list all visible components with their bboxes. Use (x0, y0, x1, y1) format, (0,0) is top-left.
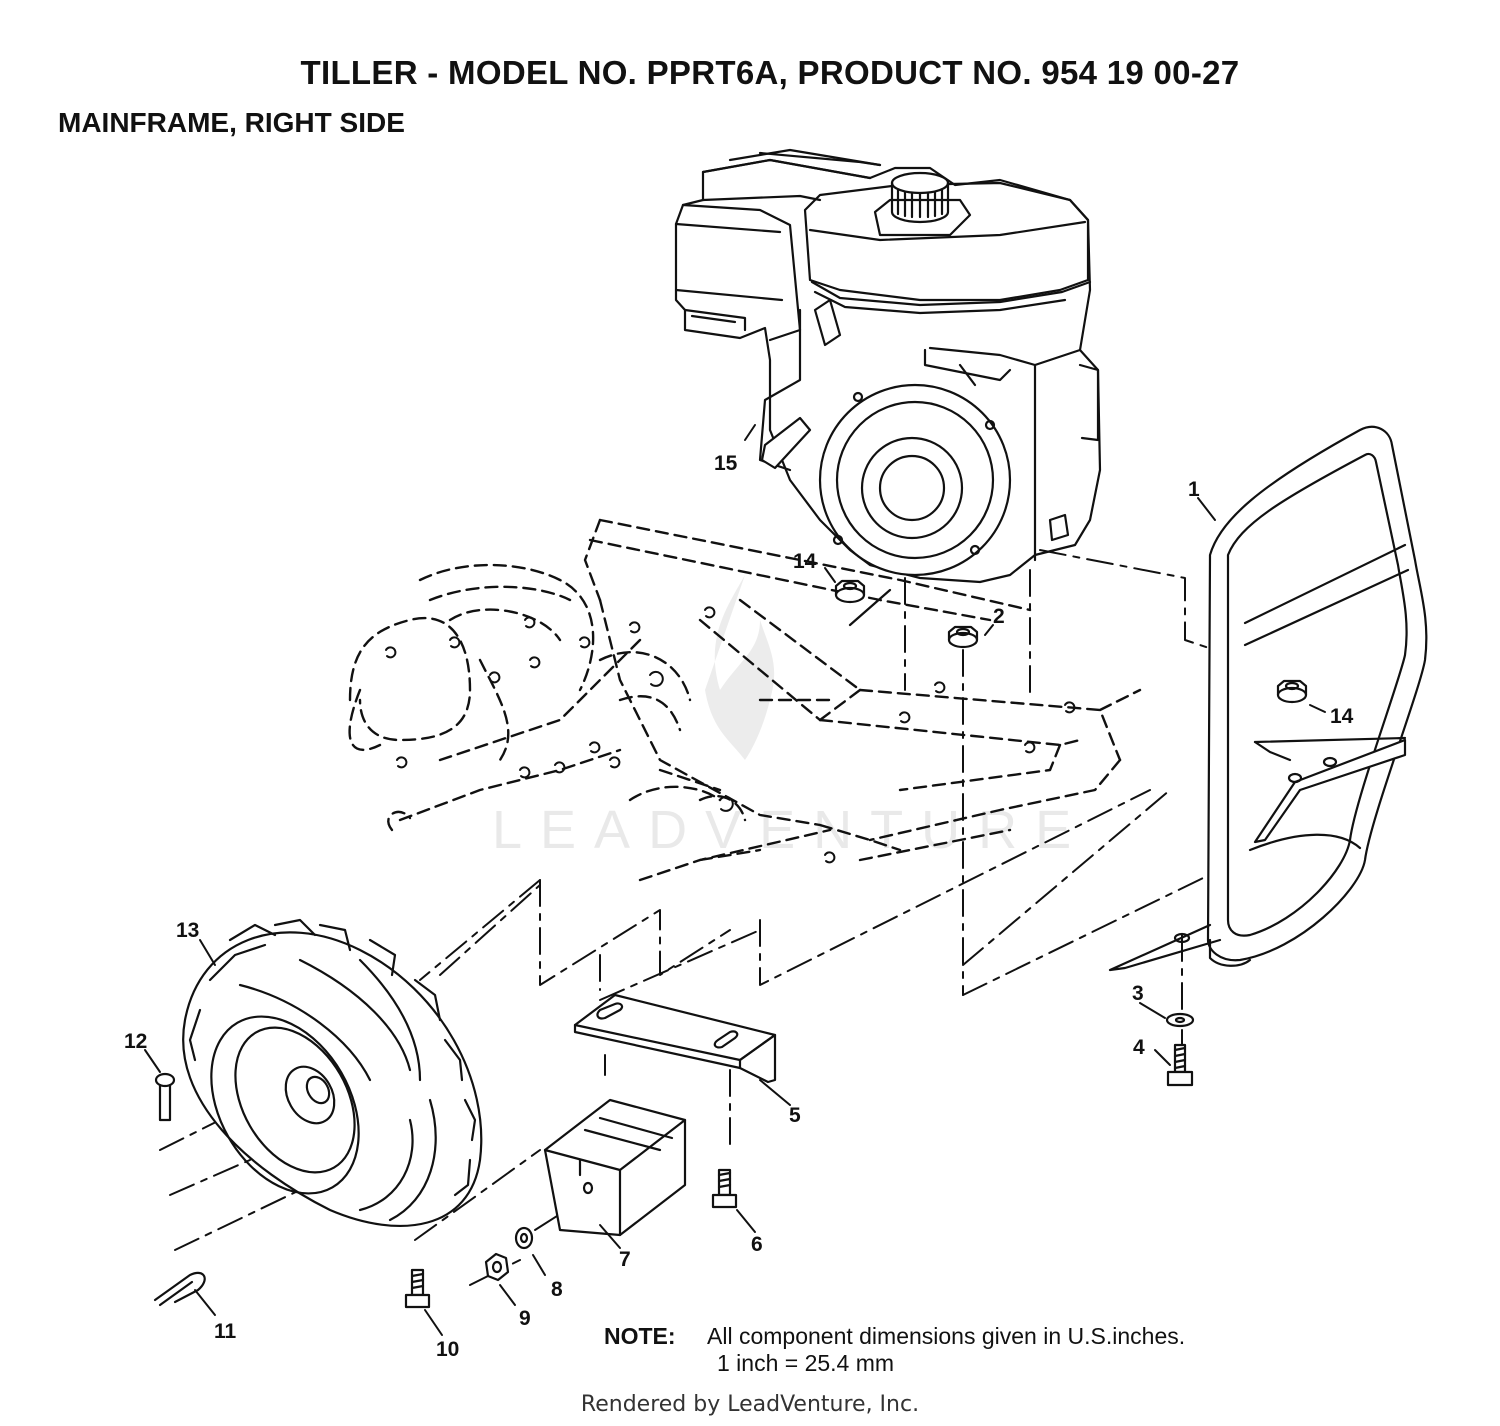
part-skid-block (543, 1098, 687, 1237)
part-hairpin-clip (153, 1271, 206, 1307)
callout-9: 9 (519, 1307, 531, 1330)
part-wheel-tire (182, 918, 483, 1228)
callout-5: 5 (789, 1104, 801, 1127)
part-washer-3 (1165, 1012, 1195, 1028)
tine-bolts (385, 606, 1076, 864)
callout-3: 3 (1132, 982, 1144, 1005)
callout-7: 7 (619, 1248, 631, 1271)
callout-4: 4 (1133, 1036, 1145, 1059)
dimension-note: NOTE: All component dimensions given in … (604, 1323, 1185, 1376)
part-washer-8 (514, 1226, 534, 1250)
part-flange-nut-14a (834, 579, 892, 627)
tine-assembly-dashed (348, 518, 1142, 882)
footer-credit: Rendered by LeadVenture, Inc. (580, 1392, 920, 1417)
callout-1: 1 (1188, 478, 1200, 501)
diagram-subtitle: MAINFRAME, RIGHT SIDE (58, 107, 405, 138)
callout-11: 11 (214, 1320, 237, 1343)
callout-6: 6 (751, 1233, 763, 1256)
callout-leaders (144, 424, 1326, 1336)
part-depth-bracket (573, 993, 777, 1084)
watermark-text: LEADVENTURE (492, 800, 1089, 860)
callout-14b: 14 (1330, 705, 1354, 728)
part-flange-nut-2 (947, 625, 979, 649)
part-flange-nut-14b (1276, 679, 1308, 704)
callout-labels: 1 2 3 4 5 6 7 8 9 10 11 12 13 14 14 15 (124, 452, 1354, 1361)
leader-lines (159, 549, 1291, 1286)
callout-14a: 14 (793, 550, 817, 573)
part-bolt-6 (711, 1168, 738, 1209)
part-nut-9 (484, 1252, 510, 1282)
callout-13: 13 (176, 919, 199, 942)
watermark: LEADVENTURE (492, 575, 1089, 860)
part-bumper-guard (1108, 425, 1428, 972)
callout-15: 15 (714, 452, 738, 475)
note-line1: All component dimensions given in U.S.in… (707, 1323, 1186, 1349)
note-label: NOTE: (604, 1323, 676, 1349)
part-bolt-10 (404, 1268, 431, 1309)
diagram-title: TILLER - MODEL NO. PPRT6A, PRODUCT NO. 9… (300, 54, 1240, 91)
callout-10: 10 (436, 1338, 459, 1361)
part-bolt-4 (1166, 1043, 1194, 1087)
engine (674, 148, 1102, 584)
note-line2: 1 inch = 25.4 mm (717, 1350, 895, 1376)
part-clevis-pin (154, 1072, 176, 1122)
callout-8: 8 (551, 1278, 563, 1301)
callout-12: 12 (124, 1030, 147, 1053)
callout-2: 2 (993, 605, 1005, 628)
